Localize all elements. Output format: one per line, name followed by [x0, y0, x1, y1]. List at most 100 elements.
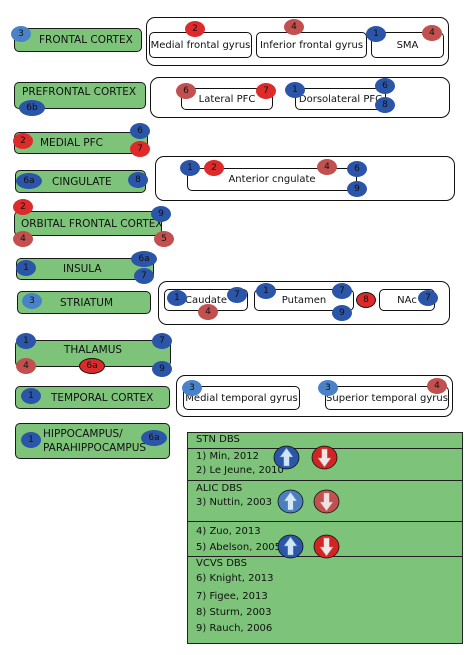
superior-temporal-gyrus-label: Superior temporal gyrus — [326, 392, 448, 404]
arrow-up-icon — [277, 489, 304, 514]
badge-4: 4 — [284, 19, 304, 35]
hippocampus-label-line2: PARAHIPPOCAMPUS — [43, 442, 147, 454]
badge-2: 2 — [13, 133, 33, 149]
lateral-pfc-box: Lateral PFC — [181, 88, 273, 110]
temporal-cortex-region: TEMPORAL CORTEX — [15, 386, 170, 409]
badge-7: 7 — [227, 287, 247, 303]
arrow-down-icon — [311, 445, 338, 470]
badge-7: 7 — [152, 333, 172, 349]
striatum-label: STRIATUM — [60, 296, 113, 309]
badge-9: 9 — [332, 305, 352, 321]
alic-dbs-header: ALIC DBS — [196, 483, 243, 494]
medial-frontal-gyrus-box: Medial frontal gyrus — [149, 32, 252, 58]
badge-8: 8 — [356, 292, 376, 308]
frontal-cortex-label: FRONTAL CORTEX — [39, 34, 133, 46]
medial-temporal-gyrus-label: Medial temporal gyrus — [185, 392, 298, 404]
badge-9: 9 — [152, 361, 172, 377]
badge-7: 7 — [418, 290, 438, 306]
badge-4: 4 — [198, 304, 218, 320]
badge-1: 1 — [285, 82, 305, 98]
legend-entry: 5) Abelson, 2005 — [196, 542, 282, 553]
badge-2: 2 — [185, 21, 205, 37]
dorsolateral-pfc-label: Dorsolateral PFC — [298, 93, 383, 105]
badge-1: 1 — [366, 26, 386, 42]
badge-4: 4 — [422, 25, 442, 41]
badge-8: 8 — [375, 97, 395, 113]
frontal-cortex-region: FRONTAL CORTEX — [14, 28, 142, 52]
badge-3: 3 — [318, 380, 338, 396]
badge-1: 1 — [16, 333, 36, 349]
hippocampus-label-line1: HIPPOCAMPUS/ — [43, 428, 123, 440]
putamen-label: Putamen — [281, 294, 327, 306]
striatum-region: STRIATUM — [17, 291, 151, 314]
medial-pfc-region: MEDIAL PFC — [14, 132, 148, 154]
badge-4: 4 — [427, 378, 447, 394]
badge-6b: 6b — [19, 100, 45, 116]
badge-3: 3 — [11, 26, 31, 42]
badge-9: 9 — [151, 206, 171, 222]
badge-6: 6 — [130, 123, 150, 139]
arrow-up-icon — [273, 445, 300, 470]
badge-2: 2 — [13, 199, 33, 215]
orbital-frontal-cortex-label: ORBITAL FRONTAL CORTEX — [21, 217, 163, 230]
prefrontal-cortex-label: PREFRONTAL CORTEX — [22, 86, 137, 98]
stn-dbs-header: STN DBS — [196, 434, 240, 445]
nac-label: NAc — [397, 294, 417, 306]
vcvs-dbs-header: VCVS DBS — [196, 558, 247, 569]
badge-6: 6 — [176, 83, 196, 99]
badge-1: 1 — [180, 160, 200, 176]
badge-6a: 6a — [79, 358, 105, 374]
divider — [187, 480, 463, 481]
anterior-cingulate-box: Anterior cngulate — [187, 168, 357, 191]
badge-6: 6 — [375, 78, 395, 94]
badge-7: 7 — [256, 83, 276, 99]
badge-7: 7 — [130, 141, 150, 157]
putamen-box: Putamen — [254, 289, 354, 311]
badge-4: 4 — [317, 159, 337, 175]
badge-3: 3 — [22, 293, 42, 309]
badge-9: 9 — [347, 181, 367, 197]
badge-1: 1 — [21, 388, 41, 404]
badge-6a: 6a — [141, 430, 167, 446]
legend-entry: 7) Figee, 2013 — [196, 591, 268, 602]
legend-entry: 2) Le Jeune, 2010 — [196, 465, 284, 476]
medial-temporal-gyrus-box: Medial temporal gyrus — [183, 386, 300, 410]
insula-label: INSULA — [63, 263, 102, 275]
orbital-frontal-cortex-region: ORBITAL FRONTAL CORTEX — [14, 211, 163, 236]
badge-7: 7 — [332, 283, 352, 299]
badge-3: 3 — [182, 380, 202, 396]
legend-entry: 1) Min, 2012 — [196, 451, 259, 462]
lateral-pfc-label: Lateral PFC — [198, 93, 256, 105]
thalamus-label: THALAMUS — [63, 344, 123, 356]
medial-pfc-label: MEDIAL PFC — [40, 137, 103, 149]
badge-2: 2 — [204, 160, 224, 176]
inferior-frontal-gyrus-label: Inferior frontal gyrus — [259, 39, 364, 51]
badge-6a: 6a — [131, 251, 157, 267]
sma-label: SMA — [396, 39, 419, 51]
cingulate-region: CINGULATE — [15, 170, 146, 193]
cingulate-label: CINGULATE — [52, 175, 112, 188]
legend-entry: 3) Nuttin, 2003 — [196, 497, 273, 508]
divider — [187, 521, 463, 522]
badge-1: 1 — [16, 260, 36, 276]
badge-1: 1 — [167, 290, 187, 306]
badge-4: 4 — [16, 358, 36, 374]
dorsolateral-pfc-box: Dorsolateral PFC — [295, 88, 386, 110]
legend-entry: 4) Zuo, 2013 — [196, 526, 261, 537]
caudate-label: Caudate — [185, 294, 227, 306]
inferior-frontal-gyrus-box: Inferior frontal gyrus — [256, 32, 367, 58]
temporal-cortex-label: TEMPORAL CORTEX — [51, 391, 154, 404]
legend-entry: 9) Rauch, 2006 — [196, 623, 273, 634]
badge-4: 4 — [13, 231, 33, 247]
badge-8: 8 — [128, 172, 148, 188]
legend-entry: 6) Knight, 2013 — [196, 573, 274, 584]
legend-entry: 8) Sturm, 2003 — [196, 607, 272, 618]
badge-6a: 6a — [16, 173, 42, 189]
badge-5: 5 — [154, 231, 174, 247]
arrow-up-icon — [277, 534, 304, 559]
badge-1: 1 — [256, 283, 276, 299]
badge-7: 7 — [134, 268, 154, 284]
medial-frontal-gyrus-label: Medial frontal gyrus — [150, 39, 251, 51]
anterior-cingulate-label: Anterior cngulate — [228, 174, 316, 185]
badge-1: 1 — [21, 432, 41, 448]
